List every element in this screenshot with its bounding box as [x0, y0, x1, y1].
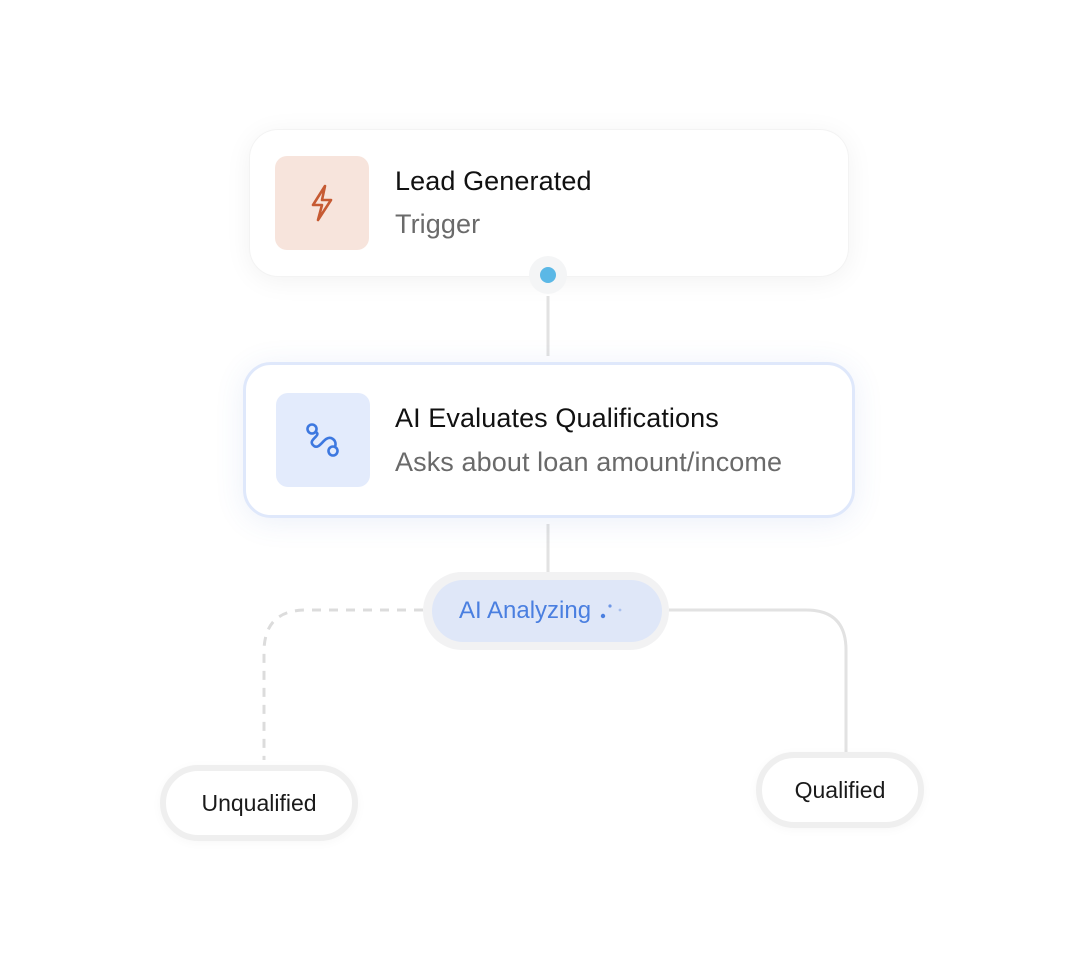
loading-dots-icon — [600, 604, 622, 619]
outcome-unqualified-label: Unqualified — [201, 789, 317, 816]
trigger-icon-tile — [275, 156, 369, 250]
output-port[interactable] — [529, 256, 567, 294]
outcome-qualified[interactable]: Qualified — [756, 752, 924, 828]
lightning-bolt-icon — [311, 184, 333, 222]
route-path-icon — [306, 423, 339, 457]
ai-node-title: AI Evaluates Qualifications — [395, 403, 719, 433]
ai-analyzing-status: AI Analyzing — [423, 572, 669, 650]
ai-analyzing-label: AI Analyzing — [459, 597, 592, 624]
outcome-unqualified[interactable]: Unqualified — [160, 765, 358, 841]
outcome-qualified-label: Qualified — [794, 776, 886, 803]
connector-pill-to-unqualified — [262, 608, 423, 760]
ai-analyzing-pill: AI Analyzing — [432, 580, 662, 642]
output-port-dot — [540, 267, 556, 283]
ai-icon-tile — [276, 393, 370, 487]
trigger-title: Lead Generated — [395, 166, 592, 196]
connector-pill-to-qualified — [669, 608, 848, 752]
trigger-node[interactable]: Lead Generated Trigger — [250, 130, 848, 276]
trigger-subtitle: Trigger — [395, 209, 481, 239]
ai-evaluation-node[interactable]: AI Evaluates Qualifications Asks about l… — [243, 362, 855, 518]
ai-node-subtitle: Asks about loan amount/income — [395, 447, 783, 477]
